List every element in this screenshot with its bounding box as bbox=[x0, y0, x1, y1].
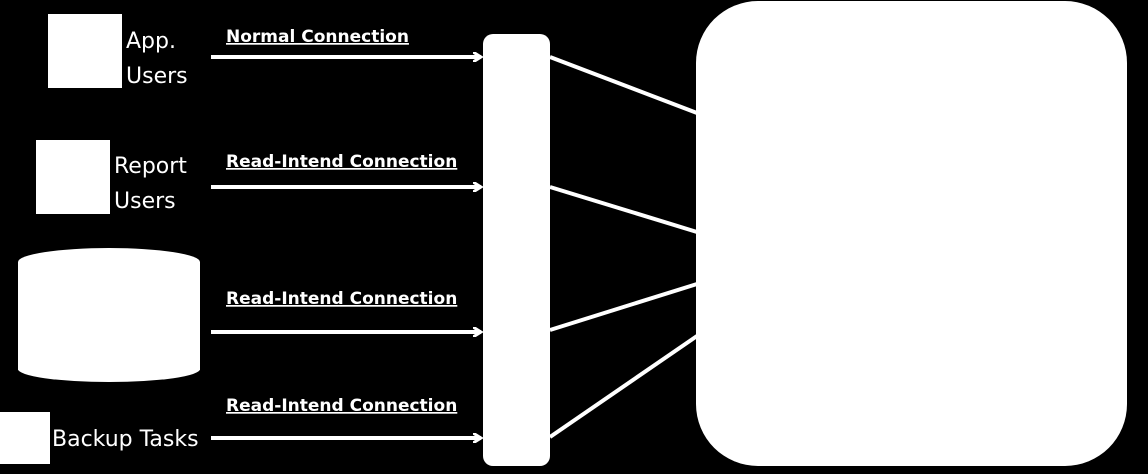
route-line-2 bbox=[549, 185, 698, 234]
app-users-label-line2: Users bbox=[126, 64, 188, 89]
backup-tasks-label: Backup Tasks bbox=[52, 427, 199, 452]
normal-connection-label: Normal Connection bbox=[226, 27, 409, 47]
read-intend-connection-label-3: Read-Intend Connection bbox=[226, 396, 457, 416]
app-users-label-line1: App. bbox=[126, 29, 176, 54]
report-users-label-line1: Report bbox=[114, 154, 187, 179]
route-line-3 bbox=[549, 282, 698, 332]
backup-tasks-icon bbox=[0, 412, 50, 464]
database-cylinder-icon bbox=[18, 248, 200, 382]
read-intend-connection-label-2: Read-Intend Connection bbox=[226, 289, 457, 309]
report-users-icon bbox=[36, 140, 110, 214]
route-line-4 bbox=[548, 334, 699, 439]
route-line-1 bbox=[549, 55, 698, 115]
listener-bar bbox=[483, 34, 550, 466]
read-intend-connection-label-1: Read-Intend Connection bbox=[226, 152, 457, 172]
report-users-label-line2: Users bbox=[114, 189, 176, 214]
replica-group-box bbox=[696, 1, 1127, 466]
app-users-icon bbox=[48, 14, 122, 88]
